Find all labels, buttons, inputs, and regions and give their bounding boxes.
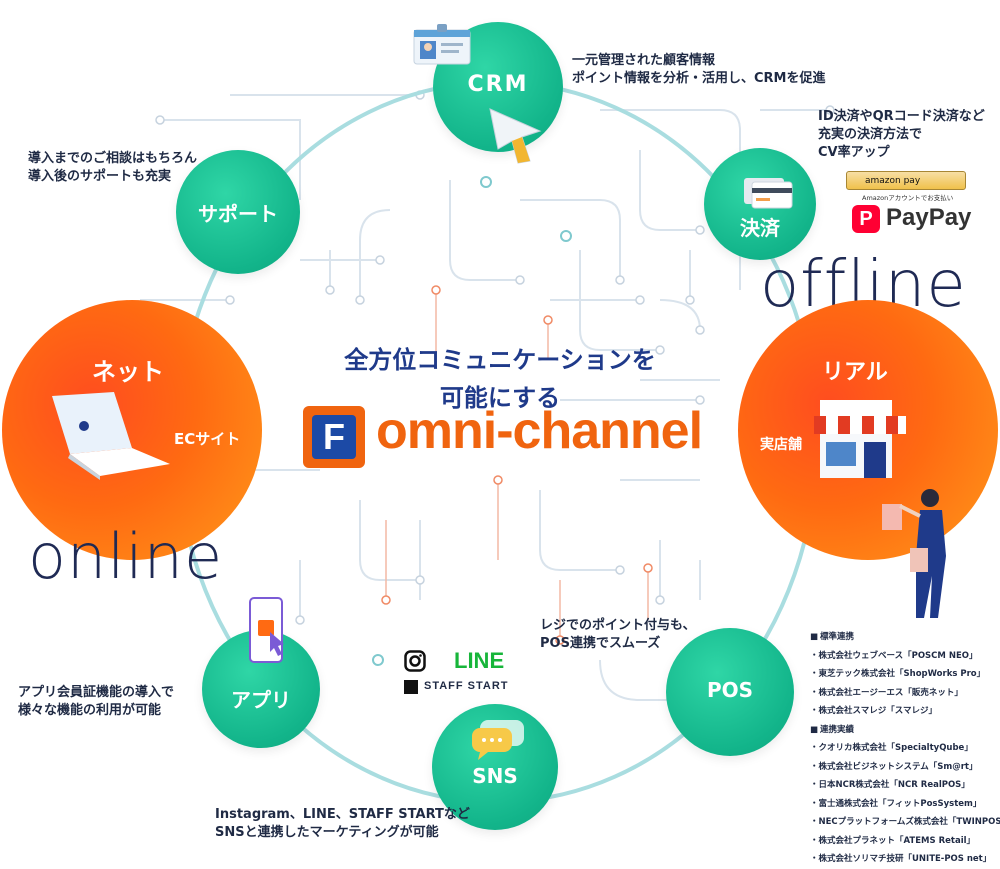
paypay-wordmark: PayPay [886, 204, 972, 231]
staff-start-logo-mark [404, 680, 418, 694]
support-node[interactable]: サポート [176, 150, 300, 274]
app-note: アプリ会員証機能の導入で 様々な機能の利用が可能 [18, 685, 175, 718]
support-note: 導入までのご相談はもちろん 導入後のサポートも充実 [28, 151, 198, 184]
sns-label: SNS [472, 764, 518, 788]
omni-channel-logo-text: omni-channel [376, 402, 703, 460]
partner-item: 株式会社ビジネットシステム「Sm@rt」 [810, 758, 1000, 777]
shopper-woman-illustration [882, 489, 946, 618]
online-word: online [28, 520, 224, 593]
amazon-pay-subtext: Amazonアカウントでお支払い [862, 194, 954, 202]
sns-note: Instagram、LINE、STAFF STARTなど SNSと連携したマーケ… [215, 807, 470, 840]
line-logo: LINE [454, 648, 505, 673]
partners-standard-header: 標準連携 [810, 628, 1000, 647]
instagram-icon [404, 650, 426, 672]
partner-item: 株式会社ソリマチ技研「UNITE-POS net」 [810, 850, 1000, 869]
amazon-pay-button: amazon pay [846, 171, 966, 190]
partner-item: 株式会社スマレジ「スマレジ」 [810, 702, 1000, 721]
crm-label: CRM [467, 72, 529, 97]
store-icon [814, 400, 906, 478]
support-label: サポート [198, 202, 278, 226]
payment-note: ID決済やQRコード決済など 充実の決済方法で CV率アップ [818, 109, 985, 160]
partner-item: 東芝テック株式会社「ShopWorks Pro」 [810, 665, 1000, 684]
pos-node[interactable]: POS [666, 628, 794, 756]
app-label: アプリ [231, 688, 291, 712]
laptop-icon [52, 392, 170, 480]
omni-channel-logo-mark: F [303, 406, 365, 468]
partner-item: 富士通株式会社「フィットPosSystem」 [810, 795, 1000, 814]
credit-card-icon [744, 178, 793, 209]
pos-label: POS [706, 678, 754, 702]
partners-record-header: 連携実績 [810, 721, 1000, 740]
real-sub: 実店舗 [760, 437, 802, 453]
staff-start-logo: STAFF START [424, 680, 509, 692]
center-title: 全方位コミュニケーションを 可能にする [344, 346, 656, 412]
partner-item: 株式会社ウェブベース「POSCM NEO」 [810, 647, 1000, 666]
partner-item: NECプラットフォームズ株式会社「TWINPOS」 [810, 813, 1000, 832]
pos-partner-list: 標準連携 株式会社ウェブベース「POSCM NEO」 東芝テック株式会社「Sho… [810, 628, 1000, 869]
id-card-icon [413, 24, 471, 65]
chat-bubble-icon [472, 720, 524, 760]
partner-item: 株式会社エージーエス「販売ネット」 [810, 684, 1000, 703]
partner-item: 株式会社プラネット「ATEMS Retail」 [810, 832, 1000, 851]
real-title: リアル [822, 360, 888, 385]
cursor-arrow-icon [489, 108, 542, 164]
partner-item: クオリカ株式会社「SpecialtyQube」 [810, 739, 1000, 758]
net-circle[interactable]: ネット ECサイト [2, 300, 262, 560]
crm-note: 一元管理された顧客情報 ポイント情報を分析・活用し、CRMを促進 [572, 53, 826, 86]
paypay-icon: P [852, 205, 880, 233]
partner-item: 日本NCR株式会社「NCR RealPOS」 [810, 776, 1000, 795]
net-title: ネット [92, 358, 164, 386]
payment-label: 決済 [740, 216, 780, 240]
net-sub: ECサイト [174, 430, 241, 448]
smartphone-icon [249, 597, 284, 663]
pos-note: レジでのポイント付与も、 POS連携でスムーズ [540, 618, 696, 651]
